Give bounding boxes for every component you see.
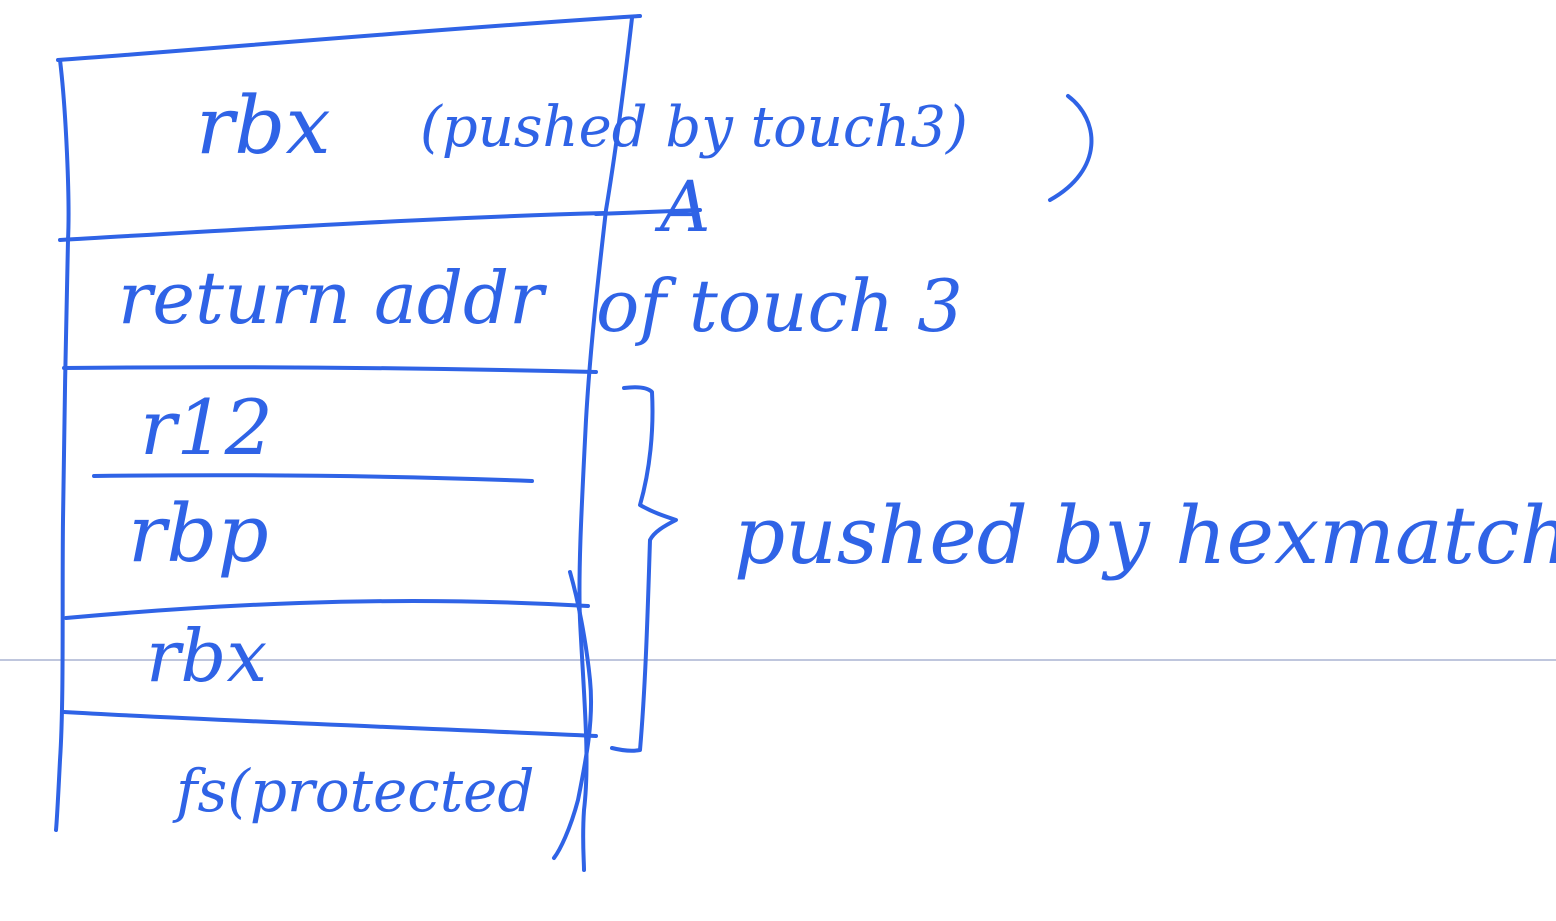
slot-label-rbp: rbp xyxy=(128,487,269,580)
annotation-pushed-by-hexmatch: pushed by hexmatch xyxy=(734,489,1556,582)
stack-left-edge xyxy=(54,58,71,832)
stack-right-edge xyxy=(577,16,634,872)
paren-close-stroke xyxy=(1048,94,1094,202)
wavy-mark xyxy=(552,570,594,860)
slot-label-rbx-bottom: rbx xyxy=(146,614,268,698)
annotation-of-touch3: of touch 3 xyxy=(596,264,963,348)
stack-outline xyxy=(54,14,642,872)
stack-top-edge xyxy=(56,14,642,62)
divider-below-lower-rbx xyxy=(62,710,598,738)
divider-below-rbx xyxy=(58,211,607,242)
marker-a-label: A xyxy=(660,166,711,248)
marker-a-pointer xyxy=(594,208,702,216)
divider-between-r12-rbp xyxy=(92,473,534,483)
slot-label-r12: r12 xyxy=(140,383,274,472)
hexmatch-brace xyxy=(610,385,678,753)
divider-below-return-addr xyxy=(62,365,598,374)
slot-label-fs-protected: fs(protected xyxy=(176,757,535,825)
marker-a-leader-line xyxy=(594,208,702,216)
slot-dividers xyxy=(58,211,607,738)
annotation-pushed-by-touch3: (pushed by touch3) xyxy=(420,95,968,160)
divider-above-lower-rbx xyxy=(64,599,590,620)
slot-label-rbx-top: rbx xyxy=(196,79,331,172)
slot-label-return-addr: return addr xyxy=(118,256,544,340)
